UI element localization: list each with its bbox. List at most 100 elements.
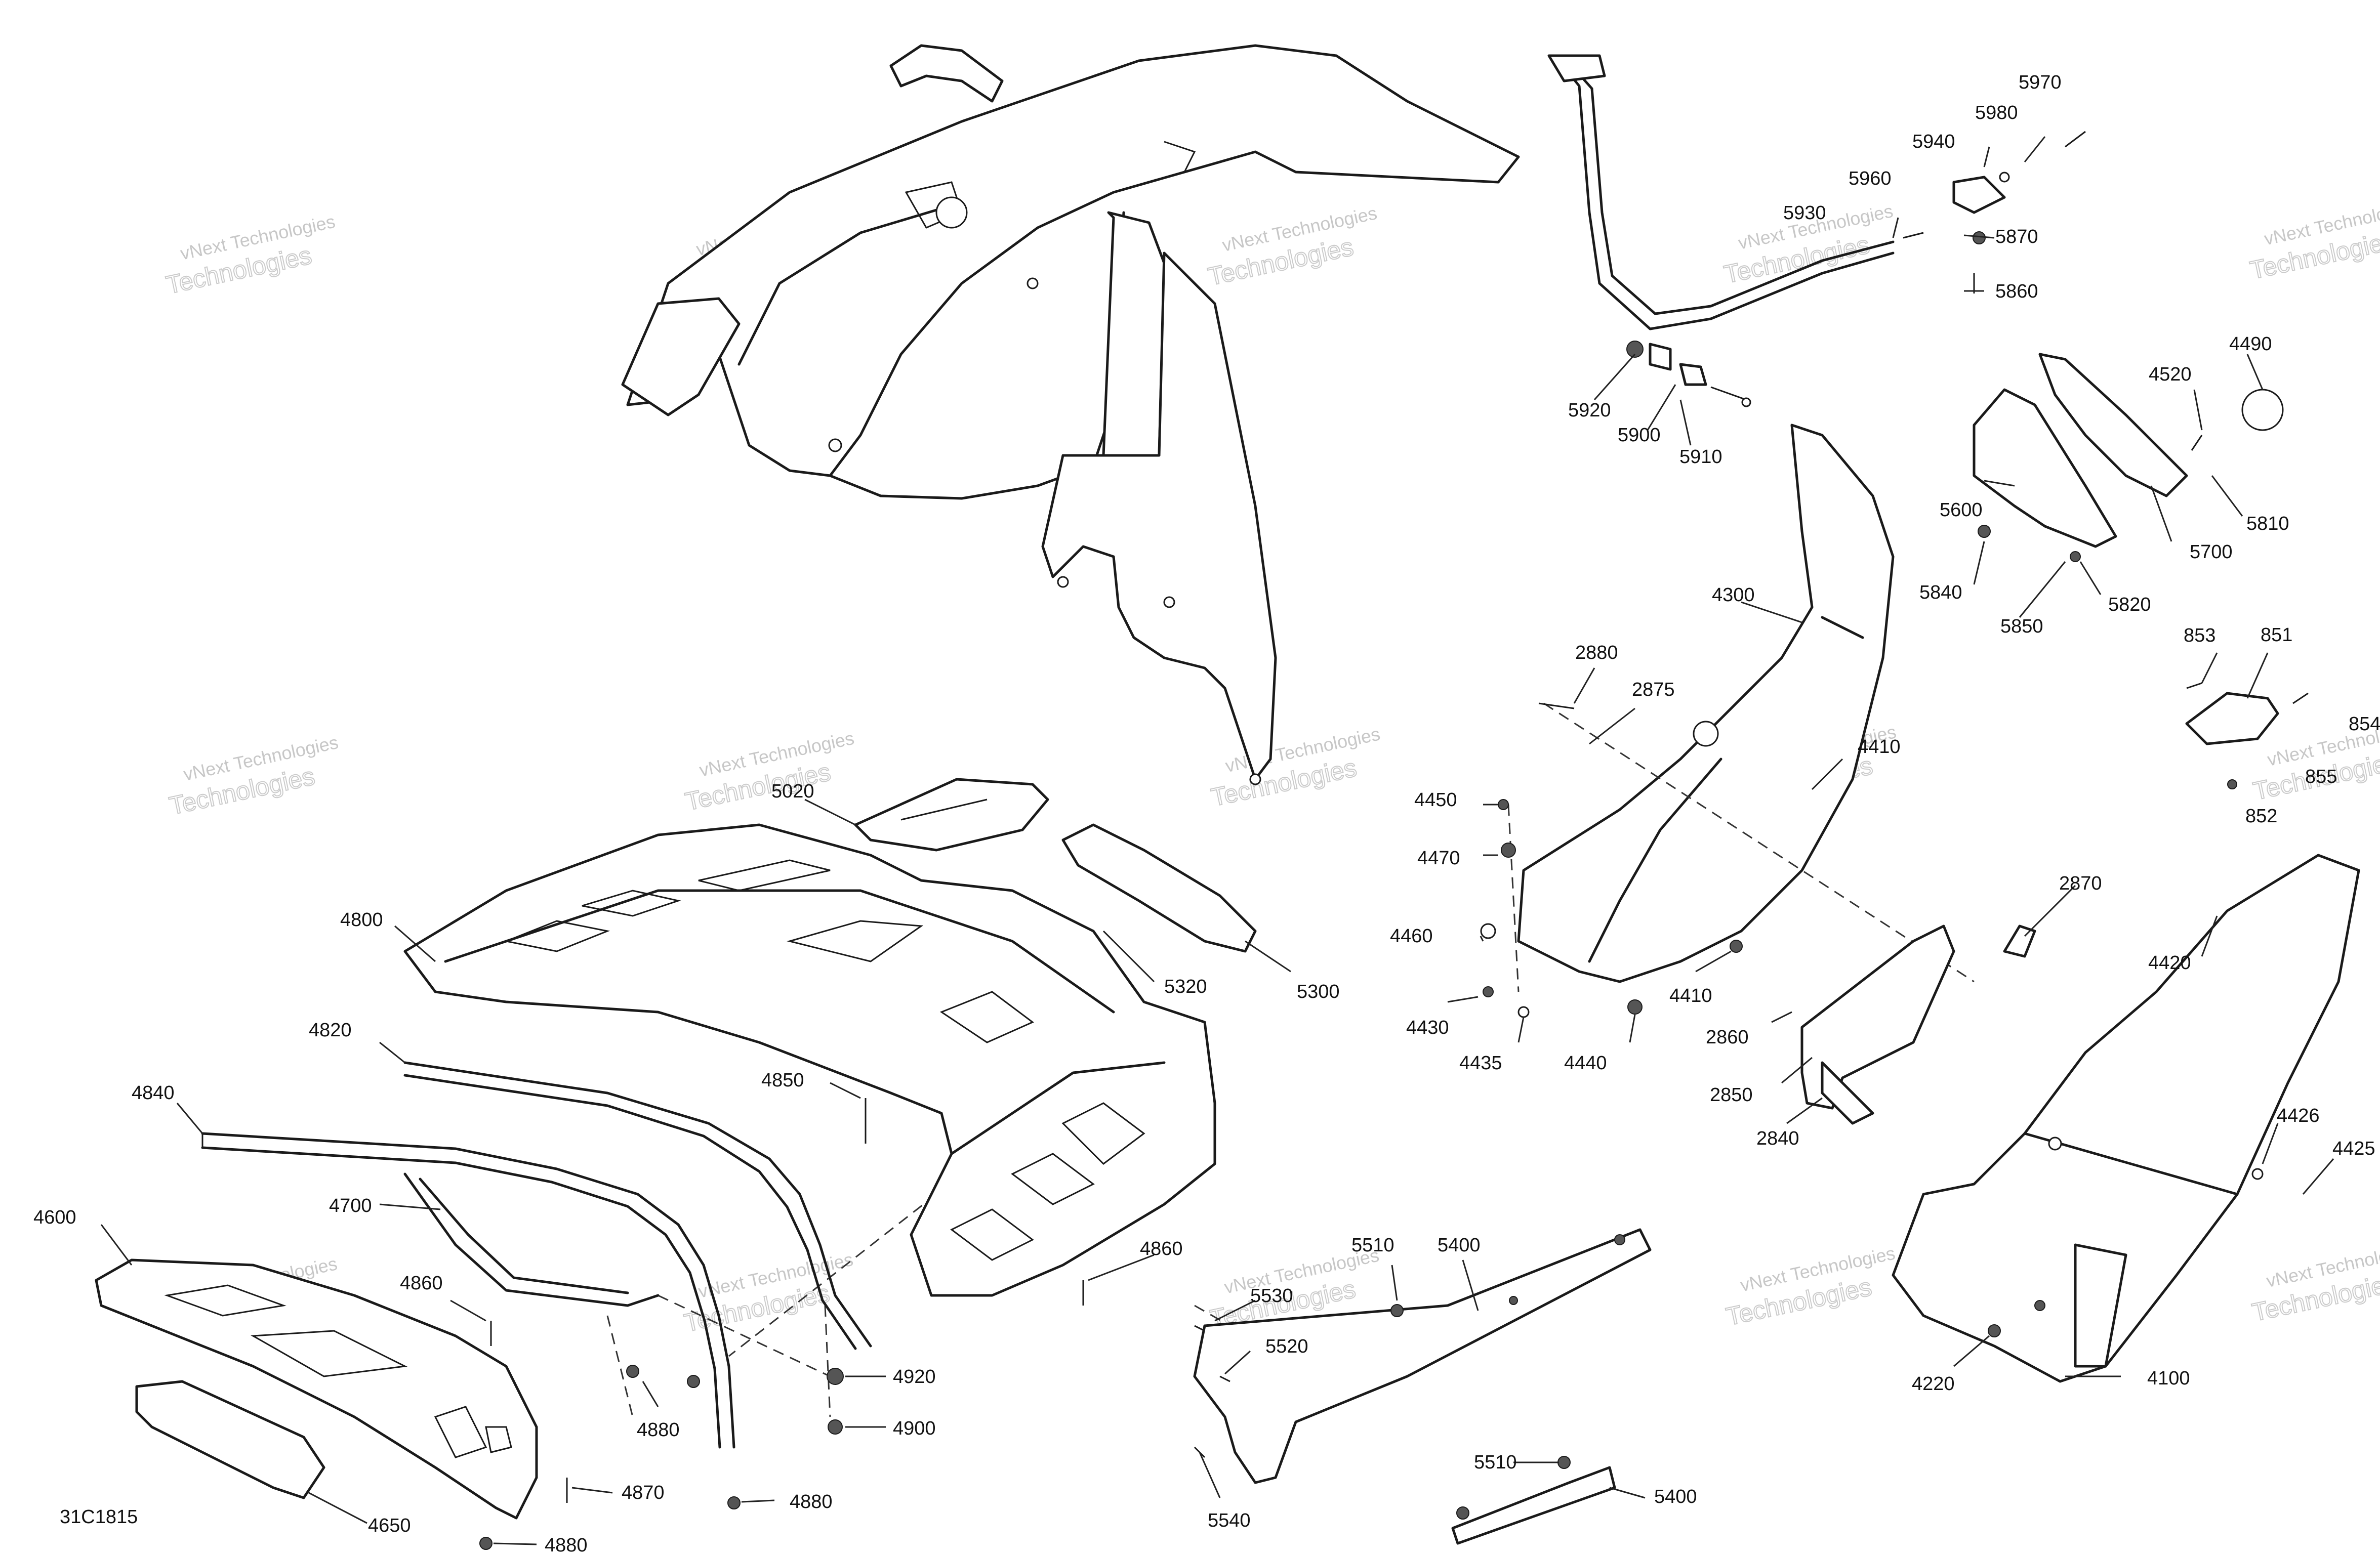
plate-part xyxy=(854,778,1049,852)
callout-4840: 4840 xyxy=(132,1082,175,1104)
callout-4470: 4470 xyxy=(1417,848,1460,869)
assembly-lines xyxy=(606,702,1975,1417)
under-tray-part xyxy=(135,1380,325,1499)
callout-4600: 4600 xyxy=(33,1207,76,1228)
callout-4220: 4220 xyxy=(1912,1373,1955,1395)
callout-5910: 5910 xyxy=(1679,446,1722,468)
top-right-hardware xyxy=(1626,131,2086,407)
callout-2840: 2840 xyxy=(1756,1128,1799,1149)
callout-5700: 5700 xyxy=(2190,541,2233,563)
brace-5400-small-part xyxy=(1451,1456,1616,1545)
callout-5920: 5920 xyxy=(1568,400,1611,421)
callout-2850: 2850 xyxy=(1710,1084,1753,1106)
diagram-code: 31C1815 xyxy=(60,1506,138,1528)
rack-hardware xyxy=(479,1098,1084,1550)
callout-4440: 4440 xyxy=(1564,1053,1607,1074)
callout-851: 851 xyxy=(2261,624,2292,646)
front-fender-part xyxy=(621,44,1520,785)
watermark: vNext Technologies Technologies xyxy=(1208,723,1382,812)
handle-bar-part xyxy=(1547,54,1895,330)
callout-4410: 4410 xyxy=(1858,736,1901,758)
callout-853: 853 xyxy=(2184,625,2215,646)
callout-5530: 5530 xyxy=(1250,1285,1293,1307)
watermark: vNext Technologies Technologies xyxy=(1723,1242,1897,1331)
callout-5510: 5510 xyxy=(1351,1235,1394,1256)
front-bracket-part xyxy=(1517,424,1895,983)
brace-5400-part xyxy=(1193,1228,1652,1484)
callout-4800: 4800 xyxy=(340,909,383,931)
callout-4880: 4880 xyxy=(545,1535,588,1555)
watermark: vNext Technologies Technologies xyxy=(167,732,340,821)
callout-5600: 5600 xyxy=(1940,499,1983,521)
side-panel-part xyxy=(1892,854,2360,1383)
callout-5960: 5960 xyxy=(1849,168,1892,189)
callout-4100: 4100 xyxy=(2147,1368,2190,1389)
callout-4425: 4425 xyxy=(2332,1138,2375,1159)
watermark: vNext Technologies Technologies xyxy=(682,728,856,817)
callout-4410: 4410 xyxy=(1669,985,1712,1006)
callout-5400: 5400 xyxy=(1654,1486,1697,1507)
callout-5020: 5020 xyxy=(771,781,814,802)
callout-4435: 4435 xyxy=(1459,1053,1502,1074)
callout-5520: 5520 xyxy=(1265,1336,1308,1357)
callout-5860: 5860 xyxy=(1995,281,2038,302)
callout-4870: 4870 xyxy=(622,1482,665,1503)
callout-2880: 2880 xyxy=(1575,642,1618,663)
callout-5510: 5510 xyxy=(1474,1452,1517,1473)
callout-5980: 5980 xyxy=(1975,102,2018,123)
callout-5900: 5900 xyxy=(1618,425,1661,446)
callout-5810: 5810 xyxy=(2246,513,2289,534)
callout-2860: 2860 xyxy=(1706,1027,1749,1048)
callout-4860: 4860 xyxy=(1140,1238,1183,1259)
callout-4450: 4450 xyxy=(1414,789,1457,811)
cover-part xyxy=(1061,823,1257,953)
callout-4520: 4520 xyxy=(2149,364,2192,385)
callout-854: 854 xyxy=(2349,713,2380,735)
headlight-housing-part xyxy=(1973,353,2284,562)
callout-5820: 5820 xyxy=(2108,594,2151,615)
callout-4700: 4700 xyxy=(329,1195,372,1216)
watermark: vNext Technologies Technologies xyxy=(1205,202,1379,291)
callout-4880: 4880 xyxy=(637,1419,680,1441)
watermark: vNext Technologies Technologies xyxy=(2247,196,2380,285)
callout-2875: 2875 xyxy=(1632,679,1675,700)
bumper-part xyxy=(95,1258,538,1520)
bracket-hardware xyxy=(1480,702,1743,1018)
tube-4820-part xyxy=(403,1061,872,1350)
callout-5930: 5930 xyxy=(1783,202,1826,224)
bottom-bracket-part xyxy=(1800,924,2036,1125)
callout-4920: 4920 xyxy=(893,1366,936,1388)
callout-4650: 4650 xyxy=(368,1515,411,1536)
callout-5840: 5840 xyxy=(1919,582,1962,603)
callout-4900: 4900 xyxy=(893,1418,936,1439)
callout-5540: 5540 xyxy=(1208,1510,1251,1531)
callout-4300: 4300 xyxy=(1712,584,1755,606)
watermark: vNext Technologies Technologies xyxy=(163,211,337,300)
callout-5850: 5850 xyxy=(2000,616,2043,637)
callout-5300: 5300 xyxy=(1297,981,1340,1002)
callout-labels: 5970 5980 5940 5960 5930 5870 5860 5920 … xyxy=(33,72,2380,1555)
callout-5400: 5400 xyxy=(1438,1235,1481,1256)
callout-852: 852 xyxy=(2245,806,2277,827)
tube-4840-part xyxy=(201,1132,735,1449)
callout-5870: 5870 xyxy=(1995,226,2038,247)
watermark: vNext Technologies Technologies xyxy=(2249,1238,2380,1327)
callout-4860: 4860 xyxy=(400,1273,443,1294)
callout-2870: 2870 xyxy=(2059,873,2102,894)
callout-5940: 5940 xyxy=(1912,131,1955,152)
rear-rack-part xyxy=(403,823,1216,1297)
callout-4460: 4460 xyxy=(1390,926,1433,947)
callout-4490: 4490 xyxy=(2229,333,2272,355)
callout-5320: 5320 xyxy=(1164,976,1207,997)
right-clip-part xyxy=(2185,682,2309,789)
callout-855: 855 xyxy=(2305,766,2337,787)
callout-4880: 4880 xyxy=(790,1491,833,1512)
callout-5970: 5970 xyxy=(2019,72,2062,93)
leader-lines xyxy=(100,136,2334,1545)
callout-4426: 4426 xyxy=(2277,1105,2320,1126)
callout-4850: 4850 xyxy=(761,1070,804,1091)
callout-4820: 4820 xyxy=(309,1020,352,1041)
callout-4430: 4430 xyxy=(1406,1017,1449,1038)
callout-4420: 4420 xyxy=(2148,952,2191,974)
